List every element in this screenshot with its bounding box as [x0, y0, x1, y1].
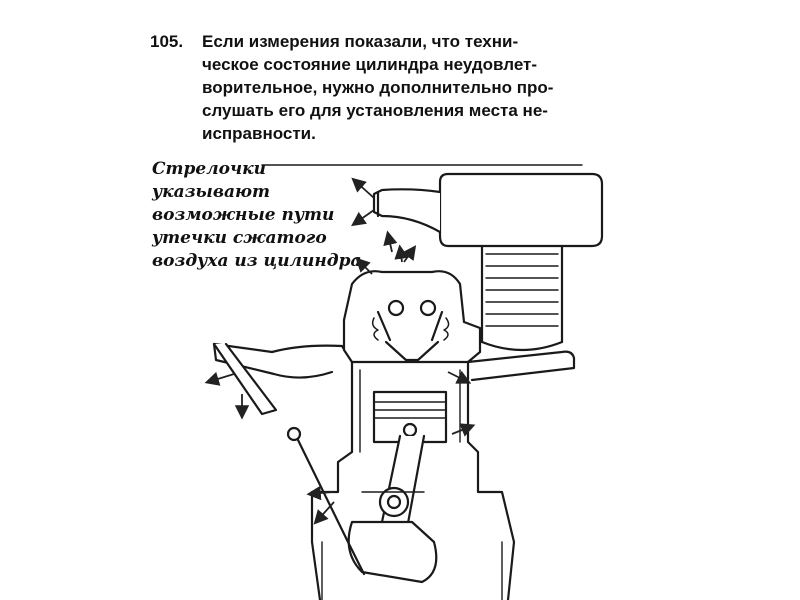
- item-number: 105.: [150, 32, 184, 51]
- caption-line-4: слушать его для установления места не-: [202, 101, 548, 120]
- arrows-callout-label: Стрелочки указывают возможные пути утечк…: [152, 158, 361, 273]
- caption-line-5: исправности.: [202, 124, 316, 143]
- caption-line-2: ческое состояние цилиндра неудовлет-: [202, 55, 538, 74]
- caption-line-3: ворительное, нужно дополнительно про-: [202, 78, 554, 97]
- callout-line-3: возможные пути: [152, 205, 335, 225]
- callout-line-2: указывают: [152, 182, 271, 202]
- callout-line-5: воздуха из цилиндра: [152, 251, 362, 271]
- caption-line-1: Если измерения показали, что техни-: [202, 32, 519, 51]
- engine-cross-section-illustration: [204, 164, 604, 600]
- callout-line-1: Стрелочки: [152, 159, 267, 179]
- manual-page: 105. Если измерения показали, что техни-…: [142, 22, 626, 600]
- air-leak-arrow-icon: [204, 177, 476, 525]
- callout-line-4: утечки сжатого: [152, 228, 327, 248]
